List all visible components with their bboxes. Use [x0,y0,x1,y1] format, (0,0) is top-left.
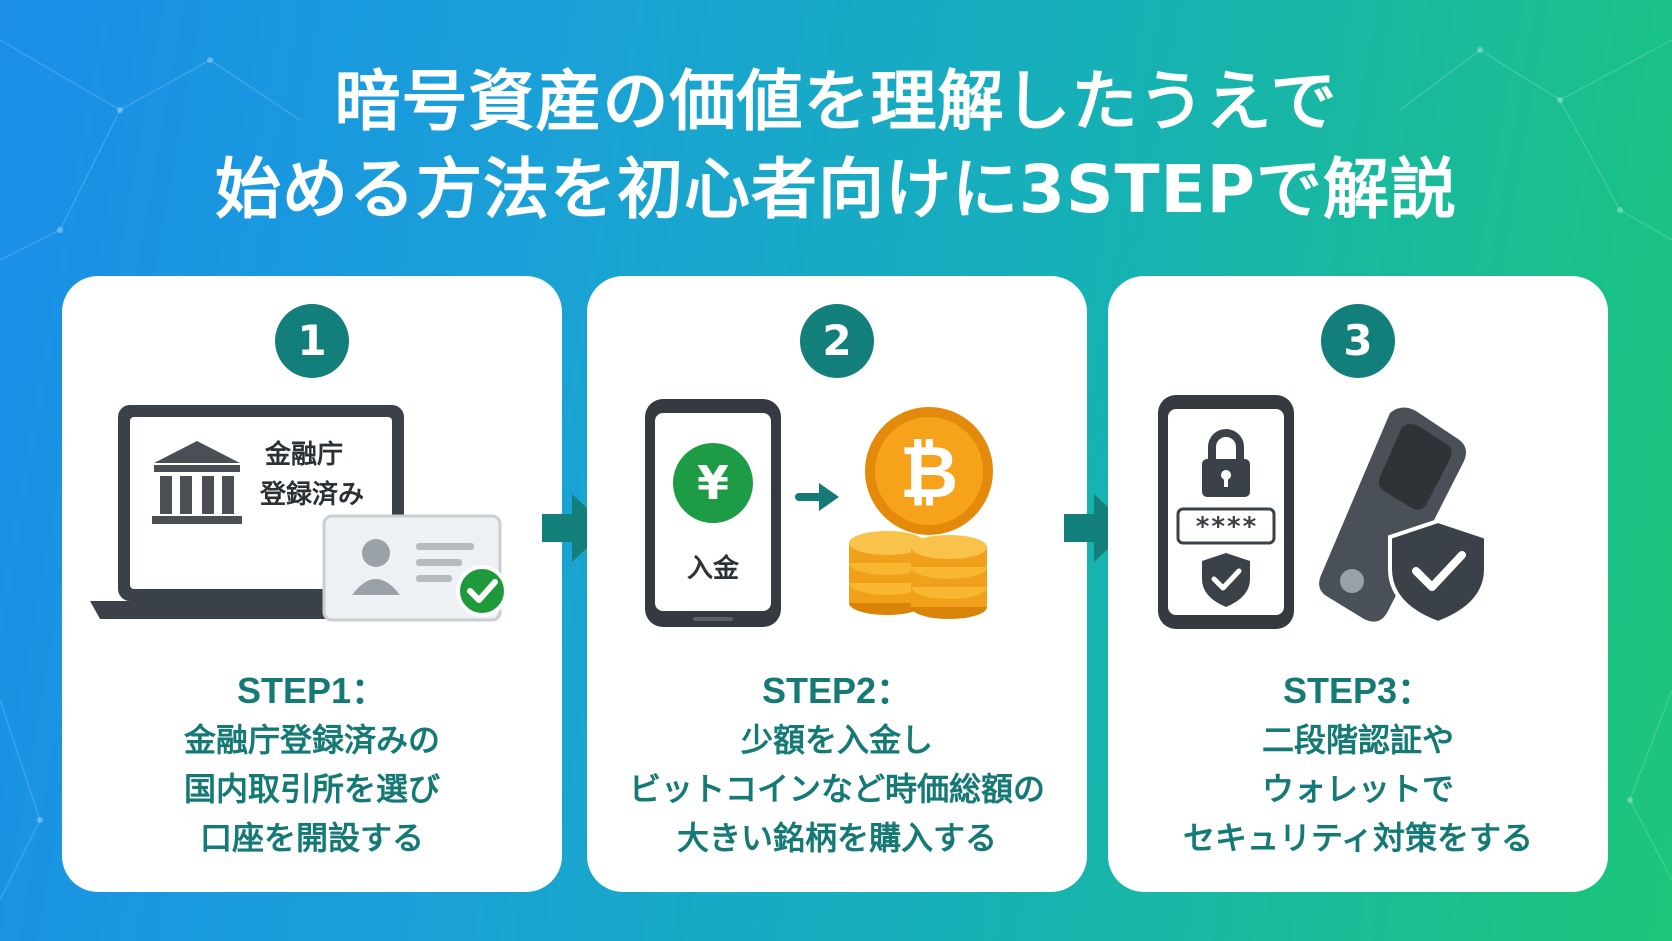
step-line: セキュリティ対策をする [1182,819,1534,857]
bank-icon [152,441,242,524]
step-description: 金融庁登録済みの 国内取引所を選び 口座を開設する [62,716,562,863]
title-line-1: 暗号資産の価値を理解したうえで [334,63,1338,140]
step-line: 口座を開設する [199,819,424,857]
yen-icon: ¥ [673,443,753,523]
step2-illustration: ¥ 入金 ₿ [645,399,993,627]
id-card-icon [322,514,502,622]
step1-illustration: 金融庁 登録済み [90,405,508,622]
shield-check-icon [1202,553,1250,607]
shield-check-icon [1388,518,1488,626]
phone-text: 入金 [687,553,740,584]
step-number-badge: 1 [275,304,349,378]
screen-text-line-1: 金融庁 [264,439,343,470]
step-description: 少額を入金し ビットコインなど時価総額の 大きい銘柄を購入する [587,716,1087,863]
check-icon [456,565,508,617]
step-label: STEP3： [1282,670,1434,711]
arrow-right-icon [795,483,839,511]
step-line: ウォレットで [1261,770,1454,808]
arrow-right-icon [542,494,608,562]
step-number-badge: 3 [1321,304,1395,378]
step-card-2: 2 ¥ 入金 [587,276,1087,892]
title-line-2: 始める方法を初心者向けに3STEPで解説 [215,151,1457,228]
step-line: ビットコインなど時価総額の [628,770,1045,808]
page-title: 暗号資産の価値を理解したうえで 始める方法を初心者向けに3STEPで解説 [0,58,1672,234]
step-line: 大きい銘柄を購入する [676,819,997,857]
step-label: STEP2： [761,670,913,711]
password-mask: **** [1195,512,1258,542]
coin-stack-icon [849,531,987,619]
step-number-badge: 2 [800,304,874,378]
step-label: STEP1： [236,670,388,711]
yen-symbol: ¥ [697,456,729,510]
step-line: 国内取引所を選び [183,770,440,808]
step-line: 二段階認証や [1261,721,1454,759]
step-card-3: 3 **** STEP3： 二段階認証や ウォレットで [1108,276,1608,892]
step-line: 少額を入金し [740,721,933,759]
step3-illustration: **** [1158,395,1488,629]
step-card-1: 1 金融庁 登録済み STEP1： [62,276,562,892]
arrow-right-icon [1064,494,1130,562]
step-line: 金融庁登録済みの [183,721,440,759]
lock-icon [1202,429,1250,497]
bitcoin-symbol: ₿ [900,430,959,514]
screen-text-line-2: 登録済み [259,479,364,510]
hardware-wallet-icon [1319,407,1466,622]
step-description: 二段階認証や ウォレットで セキュリティ対策をする [1108,716,1608,863]
bitcoin-icon: ₿ [865,407,993,535]
